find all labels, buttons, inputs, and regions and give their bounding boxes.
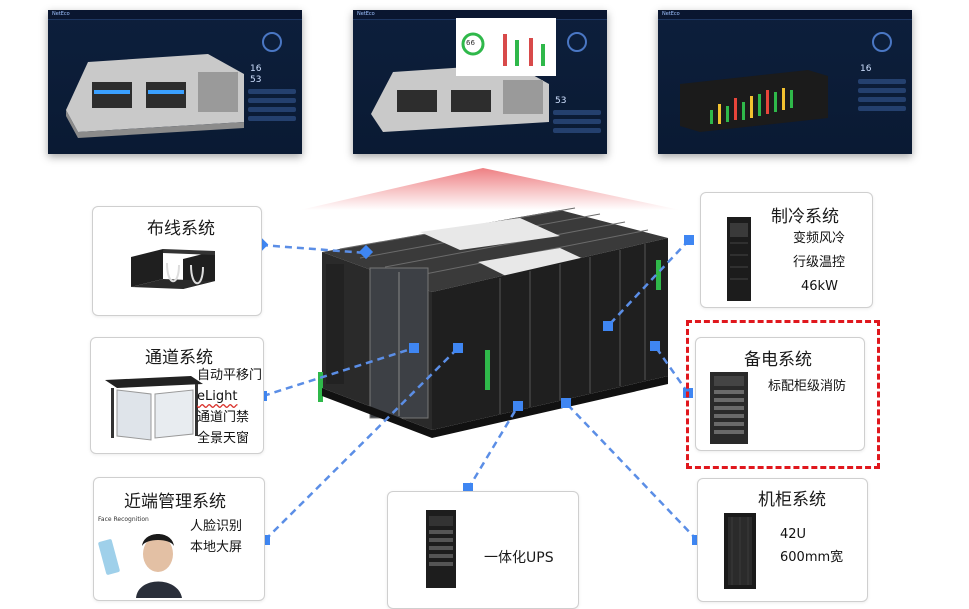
card-title: 备电系统 [744,350,812,370]
card-title: 布线系统 [147,219,215,239]
popup-gauge-value: 66 [466,39,475,47]
node-ups [463,483,473,493]
gauge-ring [567,32,587,52]
server-cabinet-image [724,513,756,589]
feature-item: 46kW [801,279,838,294]
card-ups: 一体化UPS [387,491,579,609]
node-power-target [650,341,660,351]
feature-item: 通道门禁 [197,410,250,425]
pue-value: 53 [555,96,567,106]
aisle-feature-list: 自动平移门 eLight 通道门禁 全景天窗 [197,365,262,449]
feature-item: 600mm宽 [780,550,844,565]
card-aisle: 通道系统 自动平移门 eLight 通道门禁 全景天窗 [90,337,264,454]
screenshot-cabinet-row: NetEco 16 [658,10,912,154]
temp-value: 16 [860,64,872,74]
power-feature: 标配柜级消防 [768,379,847,394]
screenshot-3d-layout: NetEco 16 53 [48,10,302,154]
cooling-feature-list: 变频风冷 行级温控 46kW [793,227,845,299]
gauge-ring [872,32,892,52]
screenshot-brand: NetEco [357,11,375,17]
node-cabling-target [358,244,374,260]
node-cabinet-target [561,398,571,408]
cabinet-row-image [680,70,828,132]
screenshot-side-panel: 16 [858,28,906,148]
face-recognition-caption: Face Recognition [98,516,149,523]
inrow-cooling-unit-image [727,217,751,301]
card-title: 机柜系统 [758,490,826,510]
temp-value: 16 [250,64,262,74]
battery-cabinet-image [710,372,748,444]
feature-item: 人脸识别 [190,519,243,534]
card-power: 备电系统 标配柜级消防 [695,337,865,451]
datacenter-floorplan-image [371,18,556,132]
screenshot-brand: NetEco [52,11,70,17]
node-cooling [684,235,694,245]
feature-item: 全景天窗 [197,431,250,446]
pue-value: 53 [250,75,262,85]
card-title: 近端管理系统 [124,492,226,512]
card-title: 通道系统 [145,348,213,368]
card-cooling: 制冷系统 变频风冷 行级温控 46kW [700,192,873,308]
cable-tray-image [131,249,215,289]
screenshot-brand: NetEco [662,11,680,17]
node-cooling-target [603,321,613,331]
gauge-ring [262,32,282,52]
card-cabinet: 机柜系统 42U 600mm宽 [697,478,868,602]
node-ups-target [513,401,523,411]
card-title: 制冷系统 [771,207,839,227]
node-nearend [260,535,270,545]
card-cabling: 布线系统 [92,206,262,316]
card-nearend: 近端管理系统 Face Recognition 人脸识别 本地大屏 [93,477,265,601]
face-recognition-image [98,534,182,598]
aisle-enclosure-image [105,376,203,441]
feature-item: 42U [780,527,807,542]
card-title: 一体化UPS [484,550,554,566]
cabinet-feature-list: 42U 600mm宽 [780,523,843,569]
screenshot-side-panel: 16 53 [248,28,296,148]
node-aisle-target [409,343,419,353]
highlight-frame [686,320,880,469]
ups-cabinet-image [426,510,456,588]
feature-item: 行级温控 [793,255,846,270]
feature-item: eLight [197,389,238,404]
node-nearend-target [453,343,463,353]
feature-item: 本地大屏 [190,540,243,555]
screenshot-monitoring: NetEco 66 53 [353,10,607,154]
feature-item: 自动平移门 [197,368,263,383]
screenshot-side-panel: 53 [553,28,601,148]
nearend-feature-list: 人脸识别 本地大屏 [190,516,242,558]
datacenter-floorplan-image [66,54,244,138]
feature-item: 变频风冷 [793,231,846,246]
